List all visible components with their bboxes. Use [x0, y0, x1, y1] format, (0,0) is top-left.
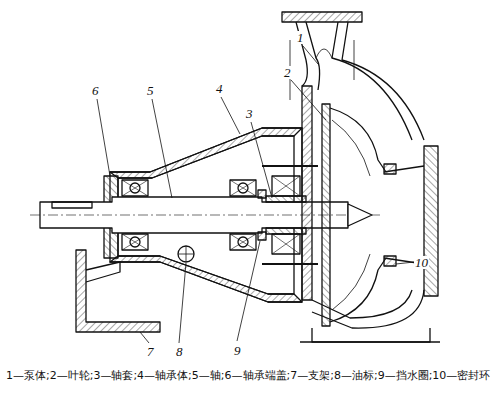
callout-number: 7 — [146, 345, 155, 358]
water-retainer — [258, 232, 266, 240]
seal-ring — [384, 164, 396, 174]
callout-number: 5 — [146, 84, 155, 97]
callout-number: 9 — [233, 344, 242, 357]
keyway — [52, 202, 92, 208]
housing-wall — [110, 256, 302, 302]
callout-number: 10 — [414, 256, 429, 269]
casing-foot — [312, 328, 430, 342]
callout-number: 8 — [175, 345, 184, 358]
callout-number: 6 — [91, 84, 100, 97]
suction-flange — [424, 146, 438, 296]
leader-lines — [97, 46, 414, 343]
suction-bore — [384, 166, 424, 264]
oil-gauge — [178, 246, 194, 262]
callout-number: 4 — [215, 82, 224, 95]
discharge-flange — [282, 12, 362, 22]
support-rib — [86, 262, 120, 282]
impeller-nut — [348, 204, 372, 226]
discharge-nozzle — [296, 22, 307, 86]
volute — [342, 22, 424, 140]
caption: 1—泵体;2—叶轮;3—轴套;4—轴承体;5—轴;6—轴承端盖;7—支架;8—油… — [6, 368, 498, 383]
impeller — [322, 104, 330, 326]
callout-number: 3 — [245, 107, 254, 120]
housing-wall — [110, 128, 302, 178]
callout-number: 2 — [283, 66, 292, 79]
casing-back — [302, 86, 312, 300]
impeller-shroud — [330, 108, 386, 172]
callout-number: 1 — [296, 31, 305, 44]
